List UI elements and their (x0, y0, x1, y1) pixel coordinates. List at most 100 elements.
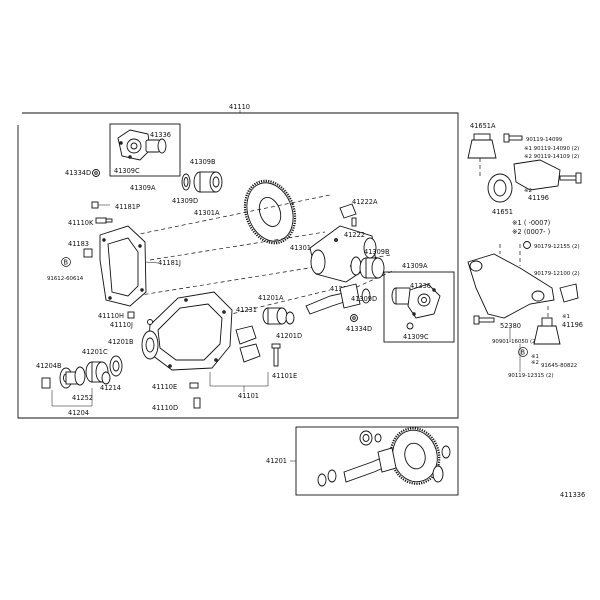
bearing-41201B (109, 355, 123, 377)
label-41309A-top: 41309A (130, 184, 156, 192)
bearing-41309B-mid (359, 257, 385, 279)
cover-41181J (99, 225, 147, 307)
flange-41336-top (117, 129, 167, 161)
subframe-41309A-top (109, 123, 181, 177)
ring-gear-41301 (243, 179, 297, 245)
mount-cushion-41651 (487, 173, 513, 203)
label-41101: 41101 (238, 392, 259, 400)
label-41201C: 41201C (82, 348, 108, 356)
label-41252: 41252 (72, 394, 93, 402)
note-2: ※2 (0007- ) (512, 228, 550, 236)
bolt-90901-16050 (473, 315, 495, 325)
label-41196-top: 41196 (528, 194, 549, 202)
lock-plate-41222 (339, 203, 357, 227)
label-41334D-mid: 41334D (346, 325, 372, 333)
label-90119-14099: 90119-14099 (526, 137, 563, 143)
label-B-right: B (521, 349, 526, 357)
spacer-41201A (262, 307, 288, 325)
label-41222A: 41222A (352, 198, 378, 206)
bolt-41110E (189, 382, 199, 389)
label-41309C-right: 41309C (403, 333, 429, 341)
label-41309B-top: 41309B (190, 158, 216, 166)
label-41201A: 41201A (258, 294, 284, 302)
mount-bracket-41196-top (513, 159, 582, 191)
label-41301: 41301 (290, 244, 311, 252)
flange-41336-right (391, 283, 441, 319)
label-mark2-top: ※2 (524, 188, 532, 194)
ring-gear-41201 (389, 427, 441, 485)
bolt-41110H (127, 311, 135, 319)
label-41309A-right: 41309A (402, 262, 428, 270)
label-41181P: 41181P (115, 203, 140, 211)
label-90179-12155: 90179-12155 (2) (534, 244, 580, 250)
bolt-41204B (41, 377, 51, 389)
label-90119-14090: ※1 90119-14090 (2) (524, 146, 579, 152)
nut-90179-12155 (523, 241, 531, 249)
label-41183: 41183 (68, 240, 89, 248)
bolt-41101E (271, 343, 281, 367)
label-41110D: 41110D (152, 404, 178, 412)
label-mark1-mid: ※1 (562, 314, 570, 320)
label-41110: 41110 (229, 103, 250, 111)
label-41651: 41651 (492, 208, 513, 216)
nut-41334D-mid (350, 314, 358, 322)
label-91612: 91612-60614 (47, 276, 84, 282)
assembly-line-3 (109, 254, 391, 301)
flange-41252 (59, 366, 86, 389)
label-41204: 41204 (68, 409, 89, 417)
bolt-90119-14099 (503, 133, 523, 143)
label-41196-mid: 41196 (562, 321, 583, 329)
label-41651A: 41651A (470, 122, 496, 130)
seal-41309D-mid (361, 288, 371, 304)
label-41110K: 41110K (68, 219, 94, 227)
label-41201D: 41201D (276, 332, 302, 340)
label-41309D-top: 41309D (172, 197, 198, 205)
drive-pinion (305, 283, 361, 315)
bolt-41181P (91, 201, 110, 209)
label-41334D-top: 41334D (65, 169, 91, 177)
nut-41334D (92, 169, 100, 177)
label-52380: 52380 (500, 322, 521, 330)
bracket-41196-mid (559, 283, 579, 303)
label-41231: 41231 (236, 306, 257, 314)
label-41101E: 41101E (272, 372, 297, 380)
bolt-41110D (193, 397, 201, 409)
assembly-line-1 (119, 194, 331, 239)
assembly-line-5 (349, 269, 396, 291)
label-B-left: B (64, 259, 69, 267)
main-frame (17, 112, 459, 419)
label-mark1-bottom: ※1 (531, 354, 539, 360)
label-41309C-top: 41309C (114, 167, 140, 175)
subframe-41309A-right (383, 271, 455, 343)
label-90179-12100: 90179-12100 (2) (534, 271, 580, 277)
note-1: ※1 ( -0007) (512, 219, 550, 227)
label-41214: 41214 (100, 384, 121, 392)
pinion-41201 (317, 430, 451, 487)
label-41301A-top: 41301A (194, 209, 220, 217)
label-41309B-mid: 41309B (364, 248, 390, 256)
assembly-line-2 (149, 231, 326, 261)
mount-cap-41651A (467, 133, 497, 159)
marker-B-right (518, 347, 528, 357)
figure-number: 411336 (560, 491, 585, 499)
seal-41309D-top (181, 173, 191, 191)
label-41110J: 41110J (110, 321, 133, 329)
label-90119-14109: ※2 90119-14109 (2) (524, 154, 579, 160)
plug-41183 (83, 248, 93, 258)
label-41204B: 41204B (36, 362, 62, 370)
label-41336-right: 41336 (410, 282, 431, 290)
label-91645: 91645-80822 (541, 363, 577, 369)
spacer-41214 (101, 371, 111, 385)
bolt-41110K (95, 217, 113, 224)
marker-B-left (61, 257, 71, 267)
nut-41334D-right (406, 322, 414, 330)
label-41201B: 41201B (108, 338, 134, 346)
label-41309D-mid: 41309D (351, 295, 377, 303)
cushion-bottom (533, 317, 561, 345)
label-90119-12315: 90119-12315 (2) (508, 373, 554, 379)
carrier-housing-41101 (141, 291, 233, 371)
washer-41201D (285, 311, 295, 325)
cap-41231 (235, 325, 261, 363)
member-52380 (467, 253, 555, 319)
